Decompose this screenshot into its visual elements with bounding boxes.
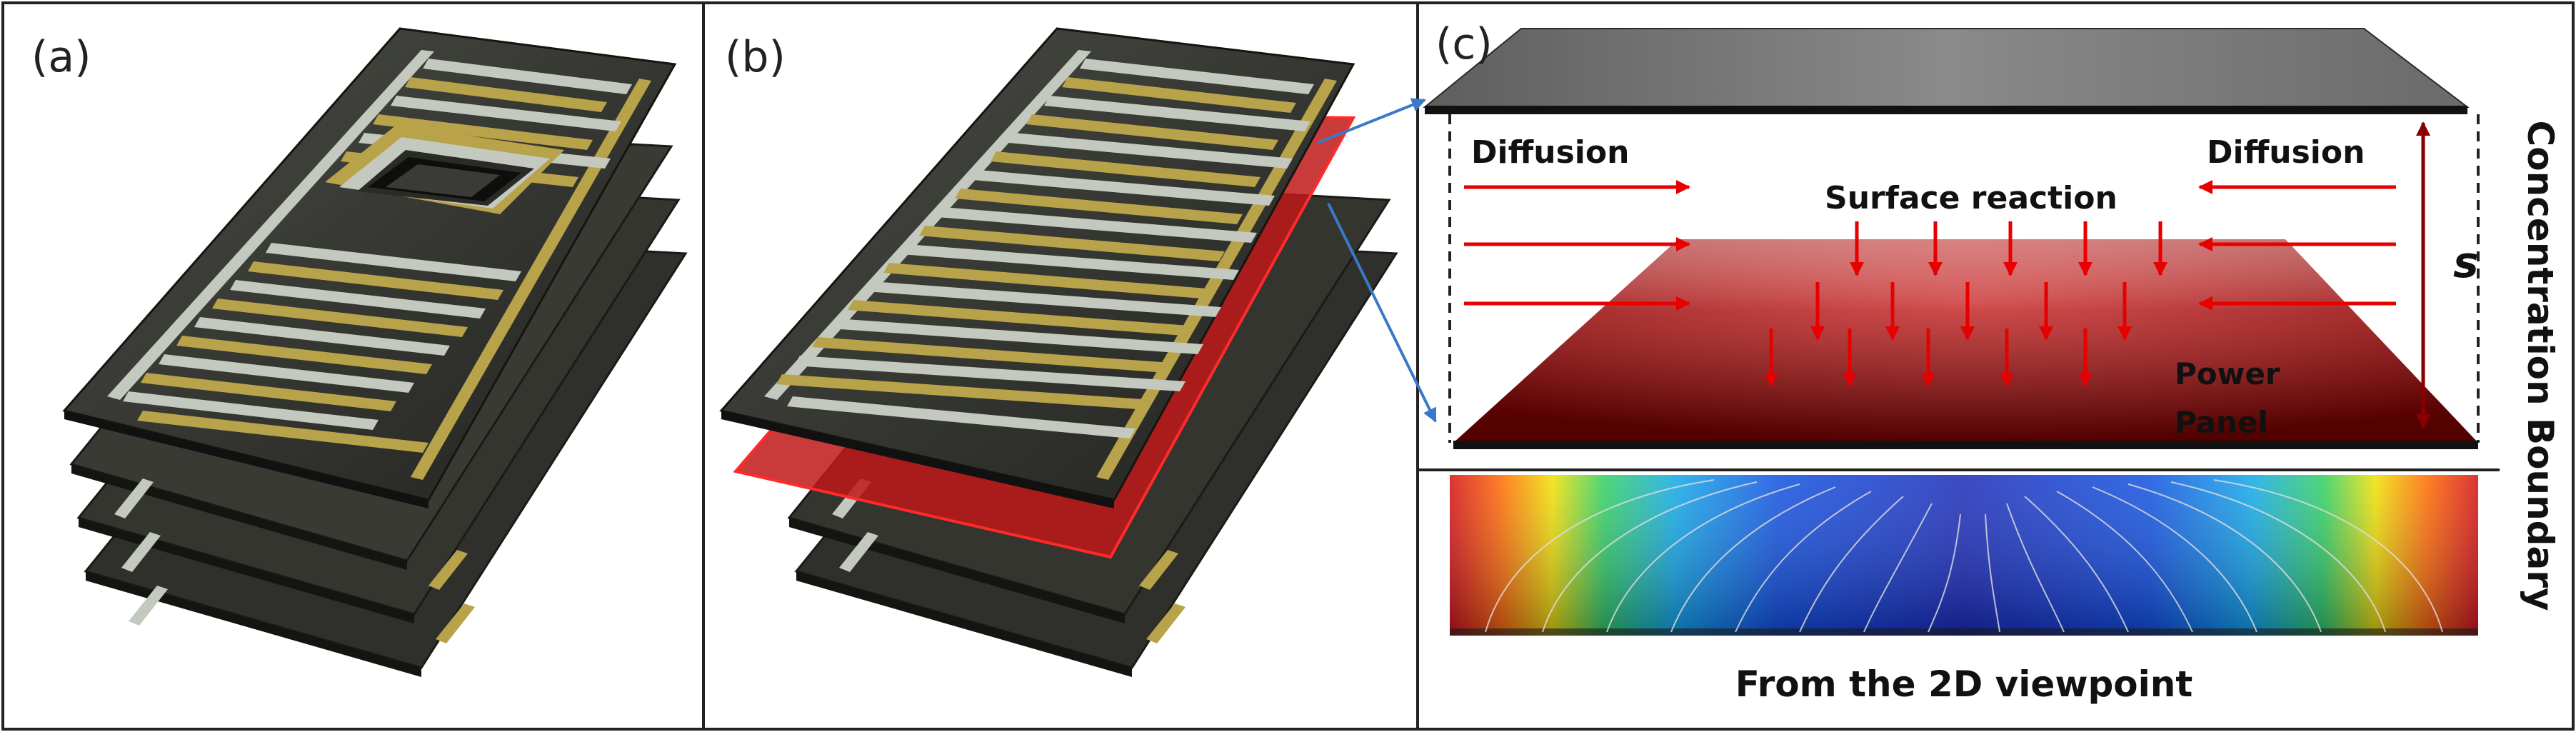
top-plate-edge (1425, 106, 2467, 114)
power-panel-label-line2: Panel (2175, 405, 2268, 440)
panel-a: (a) (31, 27, 688, 677)
panel-c-label: (c) (1435, 19, 1493, 69)
viewpoint-caption: From the 2D viewpoint (1735, 663, 2193, 705)
spacing-label: s (2453, 238, 2479, 288)
electrode-fingers-a (107, 50, 651, 480)
zoom-arrow-top (1317, 98, 1426, 144)
heatmap-2d (1450, 475, 2478, 636)
panel-b: (b) (719, 27, 1437, 677)
reaction-arrows (1764, 221, 2167, 387)
diffusion-label-left: Diffusion (1471, 134, 1629, 171)
panel-c: s Diffusion (1418, 19, 2561, 705)
streamlines (1485, 479, 2443, 633)
concentration-boundary-label: Concentration Boundary (2520, 121, 2561, 611)
surface-reaction-label: Surface reaction (1825, 180, 2118, 216)
electrode-fingers-b (764, 50, 1337, 480)
diffusion-arrows (1464, 180, 2396, 311)
panel-a-label: (a) (31, 32, 91, 82)
top-plate (1423, 28, 2470, 108)
zoom-arrow-bottom (1327, 203, 1437, 423)
panel-b-label: (b) (725, 32, 786, 82)
power-panel-label-line1: Power (2175, 356, 2280, 391)
diffusion-label-right: Diffusion (2207, 134, 2365, 171)
power-panel-edge (1453, 441, 2478, 449)
